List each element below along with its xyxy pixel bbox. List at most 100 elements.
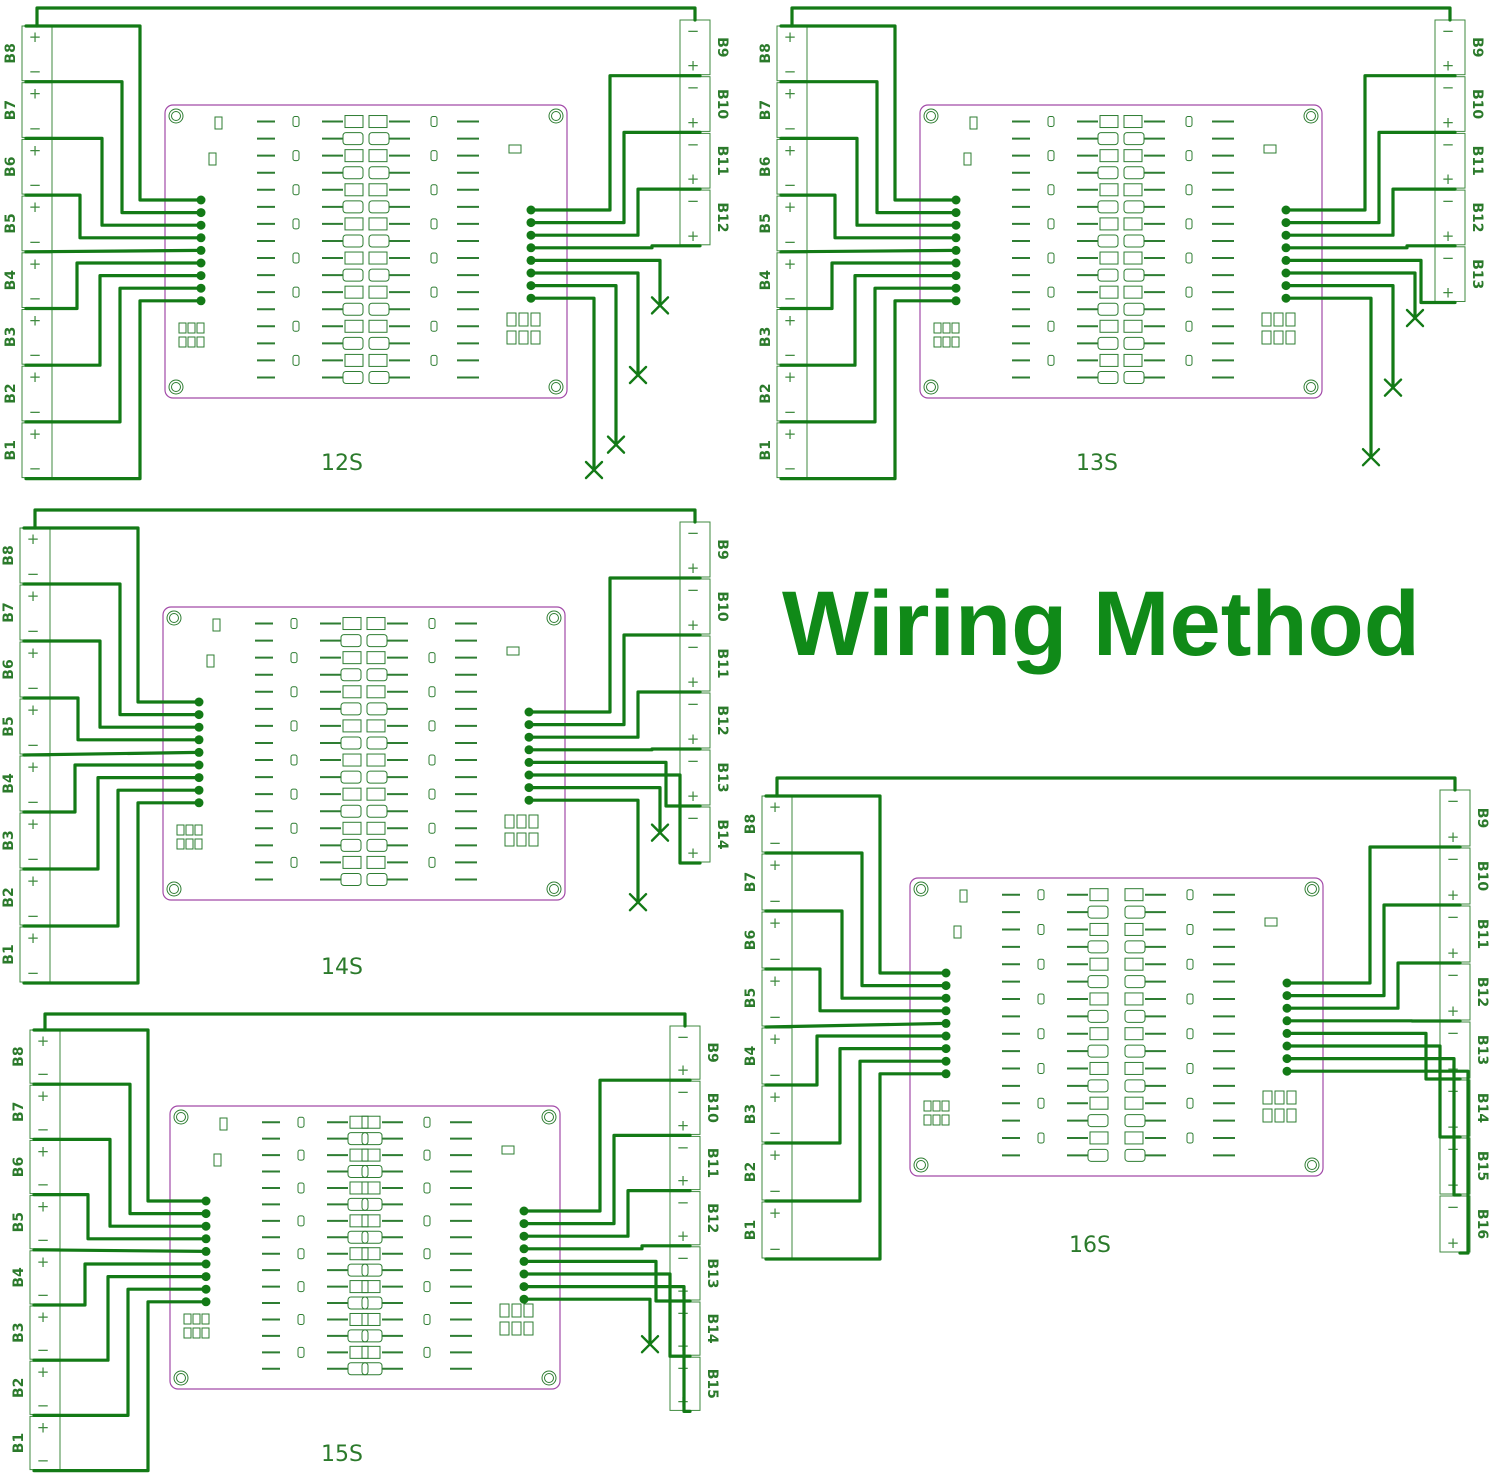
- right-balance-wire: [527, 576, 702, 714]
- smd-part: [185, 824, 194, 836]
- unused-terminal-x-icon: [650, 823, 670, 842]
- terminal-symbol-bottom: +: [687, 227, 700, 245]
- cell-label: B3: [743, 1104, 759, 1124]
- battery-cell-body: [1439, 905, 1471, 963]
- bridge-wire-b8-b9: [775, 776, 1457, 798]
- component-row: [1012, 302, 1234, 316]
- battery-cell-b9: −+B9: [679, 521, 730, 578]
- terminal-symbol-top: +: [29, 312, 42, 330]
- wiring-diagram-16s: +−B8+−B7+−B6+−B5+−B4+−B3+−B2+−B1−+B9−+B1…: [743, 776, 1490, 1261]
- configuration-label: 15S: [321, 1442, 363, 1467]
- smd-part: [933, 336, 942, 348]
- balance-connector-pin: [951, 245, 961, 255]
- cell-label: B9: [1474, 808, 1490, 828]
- cell-label: B9: [704, 1042, 720, 1062]
- component-row: [1012, 183, 1234, 197]
- battery-cell-body: [679, 76, 711, 132]
- cell-label: B9: [714, 37, 730, 57]
- bms-board: [169, 1105, 561, 1390]
- battery-cell-b13: −+B13: [1434, 246, 1485, 303]
- cell-label: B11: [714, 648, 730, 678]
- cell-label: B10: [1469, 89, 1485, 119]
- mounting-hole-inner: [171, 382, 181, 392]
- smd-part: [530, 312, 541, 327]
- bms-board: [919, 104, 1323, 399]
- component-row: [262, 1148, 472, 1162]
- terminal-symbol-top: +: [37, 1363, 50, 1381]
- battery-cell-b4: +−B4: [1, 755, 51, 812]
- balance-connector-pin: [194, 760, 204, 770]
- component-row: [255, 634, 477, 648]
- balance-connector-pin: [201, 1284, 211, 1294]
- battery-cell-body: [1434, 76, 1466, 132]
- wiring-diagram-13s: +−B8+−B7+−B6+−B5+−B4+−B3+−B2+−B1−+B9−+B1…: [758, 6, 1485, 481]
- balance-connector-pin: [196, 245, 206, 255]
- left-balance-wire: [779, 261, 958, 311]
- smd-part: [178, 336, 187, 348]
- terminal-symbol-bottom: −: [27, 736, 40, 754]
- component-row: [262, 1362, 472, 1376]
- smd-part: [523, 1303, 534, 1318]
- terminal-symbol-bottom: +: [687, 730, 700, 748]
- balance-connector-pin: [941, 1006, 951, 1016]
- left-balance-wire: [24, 193, 203, 240]
- wiring-diagram-15s: +−B8+−B7+−B6+−B5+−B4+−B3+−B2+−B1−+B9−+B1…: [11, 1012, 720, 1473]
- terminal-symbol-top: +: [29, 425, 42, 443]
- left-balance-wire: [32, 1287, 208, 1417]
- component-row: [1002, 1079, 1235, 1093]
- terminal-symbol-top: −: [677, 1194, 690, 1212]
- smd-part: [1262, 1108, 1273, 1123]
- smd-part: [969, 116, 978, 130]
- terminal-symbol-bottom: −: [784, 460, 797, 478]
- cell-label: B13: [1474, 1035, 1490, 1065]
- mounting-hole-inner: [1306, 111, 1316, 121]
- terminal-symbol-top: −: [1447, 966, 1460, 984]
- component-row: [1002, 905, 1235, 919]
- balance-connector-pin: [194, 747, 204, 757]
- smd-part: [518, 330, 529, 345]
- component-row: [262, 1197, 472, 1211]
- smd-part: [176, 838, 185, 850]
- terminal-symbol-bottom: −: [784, 290, 797, 308]
- cell-label: B12: [1474, 977, 1490, 1007]
- mounting-hole: [913, 1157, 929, 1173]
- cell-label: B2: [1, 887, 17, 907]
- balance-connector-pin: [194, 785, 204, 795]
- left-balance-wire: [24, 286, 203, 424]
- battery-cell-b1: +−B1: [3, 422, 53, 479]
- configuration-label: 13S: [1076, 451, 1118, 476]
- mounting-hole: [923, 108, 939, 124]
- terminal-symbol-bottom: −: [769, 1240, 782, 1258]
- battery-cell-body: [1434, 132, 1466, 189]
- smd-part: [1274, 1090, 1285, 1105]
- terminal-symbol-top: +: [27, 530, 40, 548]
- balance-connector-pin: [201, 1196, 211, 1206]
- terminal-symbol-bottom: +: [1442, 284, 1455, 302]
- unused-terminal-x-icon: [650, 296, 670, 315]
- smd-part: [923, 1114, 932, 1126]
- smd-part: [508, 144, 522, 154]
- battery-cell-b8: +−B8: [743, 795, 793, 853]
- bms-board: [162, 606, 566, 901]
- balance-connector-pin: [941, 1044, 951, 1054]
- component-row: [1012, 251, 1234, 265]
- terminal-symbol-top: +: [784, 255, 797, 273]
- left-balance-wire: [779, 274, 958, 367]
- terminal-symbol-top: −: [687, 809, 700, 827]
- battery-cell-b5: +−B5: [11, 1195, 61, 1250]
- terminal-symbol-bottom: −: [37, 1341, 50, 1359]
- terminal-symbol-top: +: [27, 815, 40, 833]
- smd-part: [959, 889, 968, 903]
- cell-label: B16: [1474, 1209, 1490, 1239]
- battery-cell-b5: +−B5: [758, 195, 808, 252]
- balance-connector-pin: [196, 271, 206, 281]
- smd-part: [208, 152, 217, 166]
- mounting-hole: [166, 610, 182, 626]
- left-balance-wire: [764, 967, 948, 1013]
- mounting-hole: [546, 610, 562, 626]
- battery-cell-b7: +−B7: [3, 82, 53, 138]
- cell-label: B4: [758, 270, 774, 291]
- terminal-symbol-top: −: [677, 1249, 690, 1267]
- component-row: [1002, 975, 1235, 989]
- mounting-hole-inner: [176, 1373, 186, 1383]
